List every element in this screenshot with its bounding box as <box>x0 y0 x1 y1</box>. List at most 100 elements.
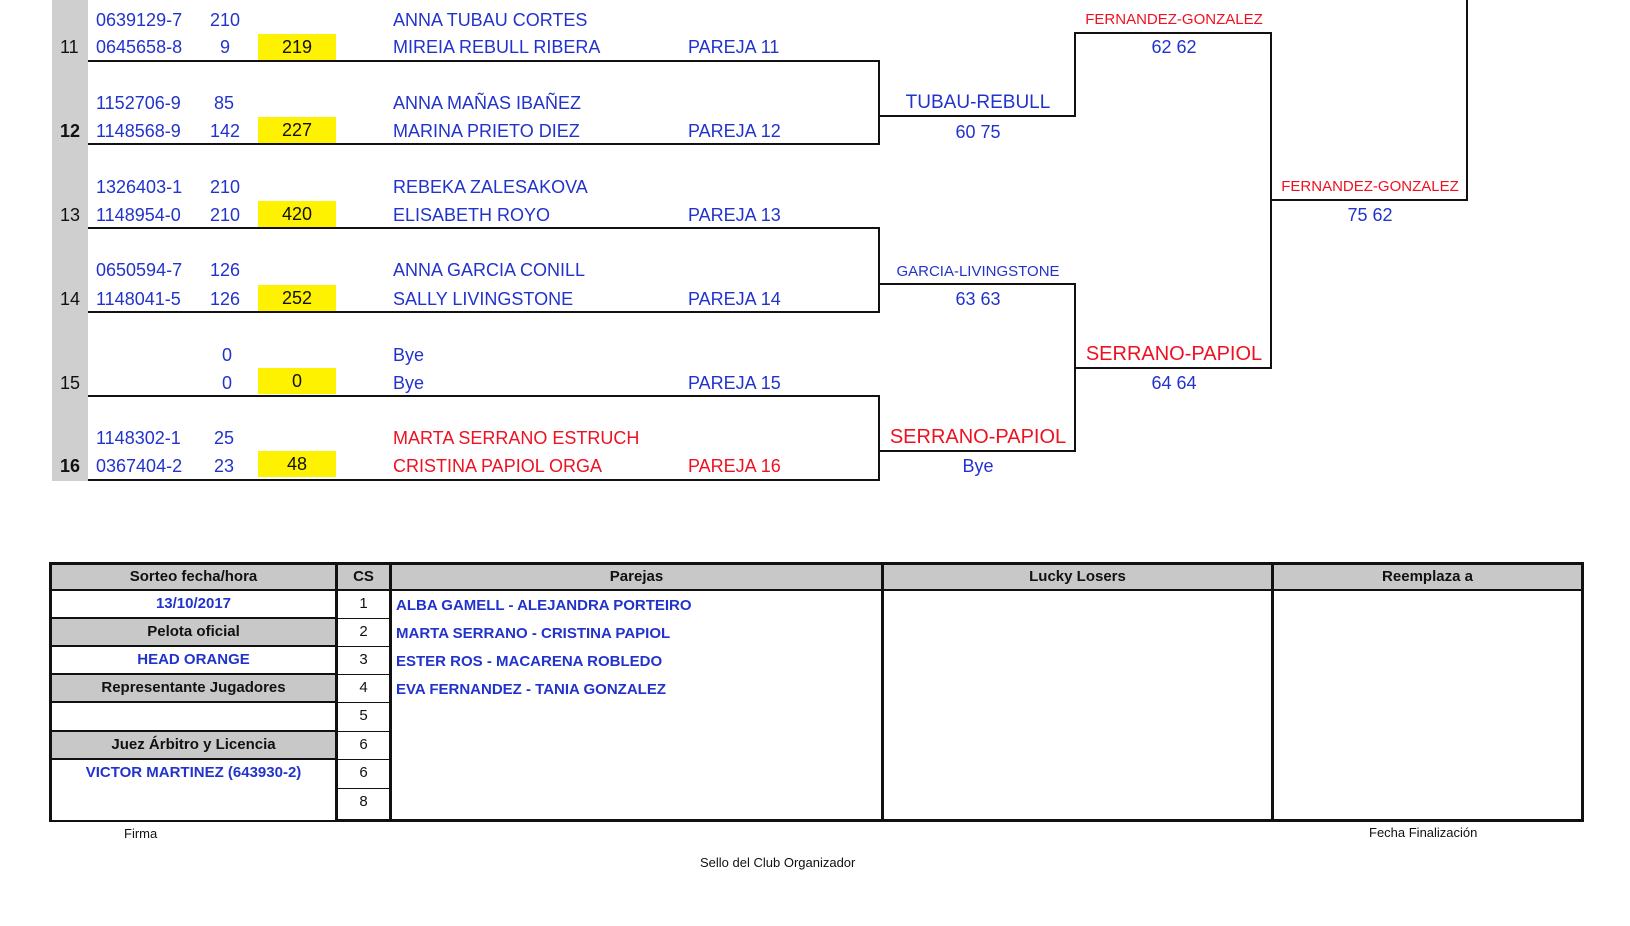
match-score: 60 75 <box>955 122 1001 142</box>
cs-column: CS 1 2 3 4 5 6 6 8 <box>338 565 392 819</box>
license-1: 0650594-7 <box>96 260 183 280</box>
pair-label: PAREJA 16 <box>688 456 781 476</box>
points-1: 210 <box>210 10 241 30</box>
bracket-line <box>88 395 880 397</box>
tournament-info-table: Sorteo fecha/hora 13/10/2017 Pelota ofic… <box>49 562 1584 822</box>
pair-label: PAREJA 12 <box>688 121 781 141</box>
license-2: 1148954-0 <box>96 205 181 225</box>
points-sum: 48 <box>258 451 336 477</box>
bracket-line <box>1272 199 1468 201</box>
pair-entry: MARTA SERRANO - CRISTINA PAPIOL <box>396 625 671 642</box>
cs-cell: 6 <box>338 732 389 760</box>
header-reemplaza: Reemplaza a <box>1274 565 1581 591</box>
bracket-line <box>88 60 880 62</box>
pair-label: PAREJA 13 <box>688 205 781 225</box>
bracket-line <box>88 227 880 229</box>
bracket-connector <box>1074 32 1076 117</box>
cs-cell: 3 <box>338 647 389 675</box>
bracket-connector <box>878 60 880 145</box>
cs-cell: 6 <box>338 760 389 789</box>
points-1: 25 <box>214 428 235 448</box>
cs-cell: 8 <box>359 793 368 810</box>
bracket-line <box>880 450 1076 452</box>
license-2: 1148041-5 <box>96 289 181 309</box>
match-score: 62 62 <box>1151 37 1197 57</box>
bracket-line <box>88 311 880 313</box>
cs-cell: 2 <box>338 619 389 647</box>
fecha-finalizacion-label: Fecha Finalización <box>1369 825 1478 840</box>
bracket-connector <box>1270 32 1272 369</box>
header-parejas: Parejas <box>392 565 881 591</box>
reemplaza-column: Reemplaza a <box>1274 565 1581 819</box>
representante-label: Representante Jugadores <box>52 675 335 703</box>
points-2: 0 <box>222 373 233 393</box>
points-sum: 227 <box>258 117 336 143</box>
lucky-losers-column: Lucky Losers <box>884 565 1274 819</box>
match-winner: FERNANDEZ-GONZALEZ <box>1085 11 1263 28</box>
header-cs: CS <box>338 565 389 591</box>
match-winner: TUBAU-REBULL <box>905 92 1051 113</box>
license-1: 1148302-1 <box>96 428 181 448</box>
bracket-line <box>880 283 1076 285</box>
bracket-line <box>88 143 880 145</box>
match-score: 75 62 <box>1347 205 1393 225</box>
points-2: 9 <box>220 37 231 57</box>
bracket-connector <box>878 227 880 313</box>
points-2: 126 <box>210 289 241 309</box>
bracket-line <box>1076 367 1272 369</box>
header-sorteo: Sorteo fecha/hora <box>52 565 335 591</box>
sello-label: Sello del Club Organizador <box>700 855 856 870</box>
seed-number: 12 <box>60 121 81 141</box>
bracket-connector <box>1074 283 1076 452</box>
pair-entry: ESTER ROS - MACARENA ROBLEDO <box>396 653 663 670</box>
match-score: 64 64 <box>1151 373 1197 393</box>
pair-entry: ALBA GAMELL - ALEJANDRA PORTEIRO <box>396 597 692 614</box>
seed-number: 11 <box>60 37 79 57</box>
player-2-name: SALLY LIVINGSTONE <box>393 289 574 309</box>
player-1-name: Bye <box>393 345 425 365</box>
license-1: 1326403-1 <box>96 177 183 197</box>
player-2-name: MIREIA REBULL RIBERA <box>393 37 601 57</box>
points-sum: 219 <box>258 34 336 60</box>
cs-cell: 1 <box>338 591 389 619</box>
seed-number: 15 <box>60 373 81 393</box>
points-1: 85 <box>214 93 235 113</box>
seed-column-background <box>52 0 88 481</box>
match-winner: FERNANDEZ-GONZALEZ <box>1281 178 1459 195</box>
seed-number: 16 <box>60 456 81 476</box>
license-1: 1152706-9 <box>96 93 181 113</box>
match-score: 63 63 <box>955 289 1001 309</box>
cs-cell: 5 <box>338 703 389 732</box>
license-1: 0639129-7 <box>96 10 183 30</box>
bracket-line <box>1076 32 1272 34</box>
juez-value: VICTOR MARTINEZ (643930-2) <box>52 760 335 820</box>
pair-entry: EVA FERNANDEZ - TANIA GONZALEZ <box>396 681 666 698</box>
player-1-name: ANNA TUBAU CORTES <box>393 10 588 30</box>
points-1: 126 <box>210 260 241 280</box>
license-2: 0645658-8 <box>96 37 183 57</box>
points-1: 210 <box>210 177 241 197</box>
pelota-label: Pelota oficial <box>52 619 335 647</box>
points-sum: 420 <box>258 201 336 227</box>
bracket-connector <box>1466 0 1468 201</box>
pair-label: PAREJA 15 <box>688 373 781 393</box>
match-score: Bye <box>962 456 994 476</box>
player-2-name: ELISABETH ROYO <box>393 205 551 225</box>
points-2: 23 <box>214 456 235 476</box>
bracket-line <box>880 115 1076 117</box>
player-1-name: ANNA MAÑAS IBAÑEZ <box>393 93 582 113</box>
points-1: 0 <box>222 345 233 365</box>
info-column: Sorteo fecha/hora 13/10/2017 Pelota ofic… <box>52 565 338 820</box>
pair-label: PAREJA 11 <box>688 37 780 57</box>
match-winner: GARCIA-LIVINGSTONE <box>896 263 1060 280</box>
player-2-name: MARINA PRIETO DIEZ <box>393 121 580 141</box>
cs-cell: 4 <box>338 675 389 703</box>
parejas-column: Parejas ALBA GAMELL - ALEJANDRA PORTEIRO… <box>392 565 884 819</box>
seed-number: 13 <box>60 205 81 225</box>
points-sum: 0 <box>258 368 336 394</box>
player-2-name: Bye <box>393 373 425 393</box>
bracket-line <box>88 479 880 481</box>
player-2-name: CRISTINA PAPIOL ORGA <box>393 456 603 476</box>
player-1-name: REBEKA ZALESAKOVA <box>393 177 588 197</box>
points-sum: 252 <box>258 285 336 311</box>
